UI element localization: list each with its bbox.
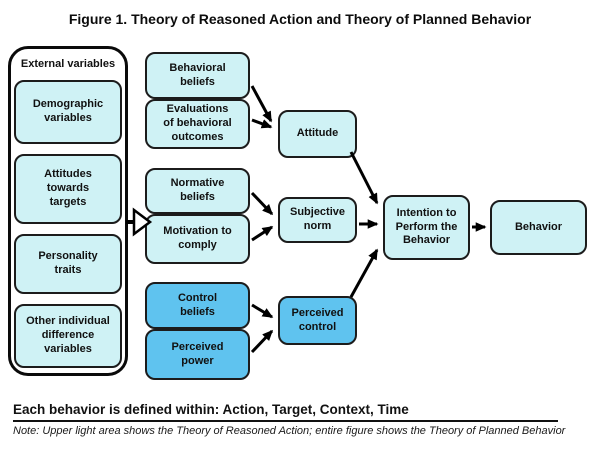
arrow-motivation-to-subjective-norm: [251, 225, 274, 242]
node-label: Attitudes towards targets: [44, 168, 92, 208]
footer-note: Note: Upper light area shows the Theory …: [13, 425, 566, 437]
node-intention-to-perform-the-behavior: Intention to Perform the Behavior: [383, 195, 470, 260]
node-perceived-control: Perceived control: [278, 296, 357, 345]
figure-title: Figure 1. Theory of Reasoned Action and …: [68, 11, 532, 27]
external-variables-label: External variables: [20, 58, 116, 70]
node-evaluations-of-behavioral-outcomes: Evaluations of behavioral outcomes: [145, 99, 250, 149]
arrow-control-beliefs-to-perceived-control: [251, 303, 274, 319]
arrow-perceived-control-to-intention: [349, 248, 379, 298]
node-label: Other individual difference variables: [26, 315, 110, 355]
node-label: Motivation to comply: [163, 225, 232, 251]
node-label: Control beliefs: [177, 291, 218, 318]
node-label: Attitude: [296, 127, 339, 140]
node-demographic-variables: Demographic variables: [14, 80, 122, 144]
node-attitude: Attitude: [278, 110, 357, 158]
arrow-normative-beliefs-to-subjective-norm: [250, 191, 274, 216]
node-personality-traits: Personality traits: [14, 234, 122, 294]
arrow-perceived-power-to-perceived-control: [250, 329, 274, 354]
arrow-evaluations-to-attitude: [251, 118, 273, 129]
node-label: Subjective norm: [289, 206, 346, 232]
node-other-individual-difference-variables: Other individual difference variables: [14, 304, 122, 368]
arrow-behavioral-beliefs-to-attitude: [250, 85, 273, 123]
node-label: Evaluations of behavioral outcomes: [163, 103, 232, 143]
node-normative-beliefs: Normative beliefs: [145, 168, 250, 214]
node-label: Personality traits: [38, 250, 98, 276]
arrow-attitude-to-intention: [349, 151, 379, 205]
node-subjective-norm: Subjective norm: [278, 197, 357, 243]
node-attitudes-towards-targets: Attitudes towards targets: [14, 154, 122, 224]
node-perceived-power: Perceived power: [145, 329, 250, 380]
node-label: Behavior: [514, 220, 563, 233]
node-label: Demographic variables: [32, 98, 104, 124]
node-label: Behavioral beliefs: [169, 61, 226, 88]
node-label: Perceived control: [291, 306, 344, 333]
node-behavioral-beliefs: Behavioral beliefs: [145, 52, 250, 99]
node-label: Intention to Perform the Behavior: [395, 206, 458, 247]
node-motivation-to-comply: Motivation to comply: [145, 214, 250, 264]
node-behavior: Behavior: [490, 200, 587, 255]
node-control-beliefs: Control beliefs: [145, 282, 250, 329]
footer-definition-heading: Each behavior is defined within: Action,…: [13, 402, 558, 422]
node-label: Normative beliefs: [170, 177, 225, 203]
node-label: Perceived power: [171, 340, 224, 367]
